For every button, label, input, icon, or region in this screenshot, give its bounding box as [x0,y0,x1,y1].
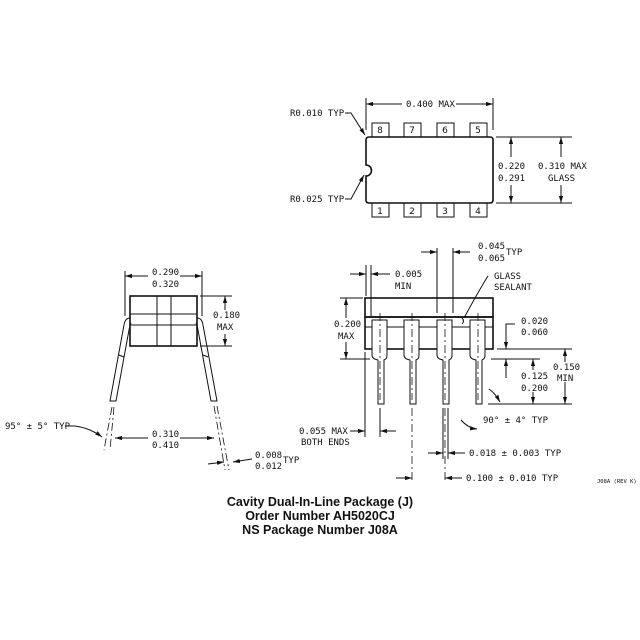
dim-0055-max: 0.055 MAX [299,427,348,437]
dim-0012: 0.012 [255,462,282,472]
dim-0291: 0.291 [498,174,525,184]
dim-0200b: 0.200 [521,384,548,394]
dim-0125: 0.125 [521,372,548,382]
pin-7-label: 7 [409,126,415,136]
label-glass: GLASS [494,272,521,282]
dim-0045: 0.045 [478,242,505,252]
dim-0150: 0.150 [553,363,580,373]
caption-ns-package: NS Package Number J08A [242,523,398,537]
caption-order-number: Order Number AH5020CJ [245,509,395,523]
dim-0020: 0.020 [521,317,548,327]
dim-0310: 0.310 [152,430,179,440]
pin-3-label: 3 [442,207,448,217]
top-body-outline [365,136,494,204]
end-view: 0.290 0.320 0.180 MAX 95° ± 5° TYP 0.310… [5,268,300,472]
dim-0180: 0.180 [213,311,240,321]
dim-95deg: 95° ± 5° TYP [5,422,71,432]
dim-0060: 0.060 [521,328,548,338]
dim-r0010: R0.010 TYP [290,109,345,119]
dim-0150-min: MIN [557,374,573,384]
dim-0410: 0.410 [152,441,179,451]
dim-0180-max: MAX [217,323,234,333]
dim-0005: 0.005 [395,270,422,280]
side-view: 0.045 0.065 TYP 0.005 MIN GLASS SEALANT … [299,242,580,484]
dim-0065: 0.065 [478,254,505,264]
revision-label: J08A (REV K) [597,479,637,485]
dim-r0025: R0.025 TYP [290,195,345,205]
label-sealant: SEALANT [494,283,533,293]
pin-5-label: 5 [475,126,481,136]
pin-8-label: 8 [377,126,383,136]
end-body [129,295,198,347]
dim-0310-max: 0.310 MAX [538,162,587,172]
top-view: 8 7 6 5 1 2 3 4 0.400 MAX R0.010 TYP R0.… [290,98,587,218]
caption-package: Cavity Dual-In-Line Package (J) [227,495,413,509]
side-base [364,316,494,350]
dim-0200-max: MAX [338,332,355,342]
side-leads [371,313,486,405]
dim-0005-min: MIN [395,282,411,292]
dim-0008-typ: TYP [283,456,300,466]
dim-0045-typ: TYP [506,248,523,258]
pin-4-label: 4 [475,207,481,217]
pin-2-label: 2 [409,207,415,217]
top-pins [371,122,488,218]
dim-0100: 0.100 ± 0.010 TYP [466,474,559,484]
dim-glass: GLASS [548,174,575,184]
dim-90deg: 90° ± 4° TYP [483,416,549,426]
dim-0290: 0.290 [152,268,179,278]
dim-0018: 0.018 ± 0.003 TYP [469,449,562,459]
dim-both-ends: BOTH ENDS [301,438,350,448]
dim-0320: 0.320 [152,280,179,290]
pin-1-label: 1 [377,207,383,217]
dim-0008: 0.008 [255,451,282,461]
dim-0400-max: 0.400 MAX [406,100,455,110]
pin-6-label: 6 [442,126,448,136]
dim-0220: 0.220 [498,162,525,172]
dim-0200: 0.200 [334,320,361,330]
